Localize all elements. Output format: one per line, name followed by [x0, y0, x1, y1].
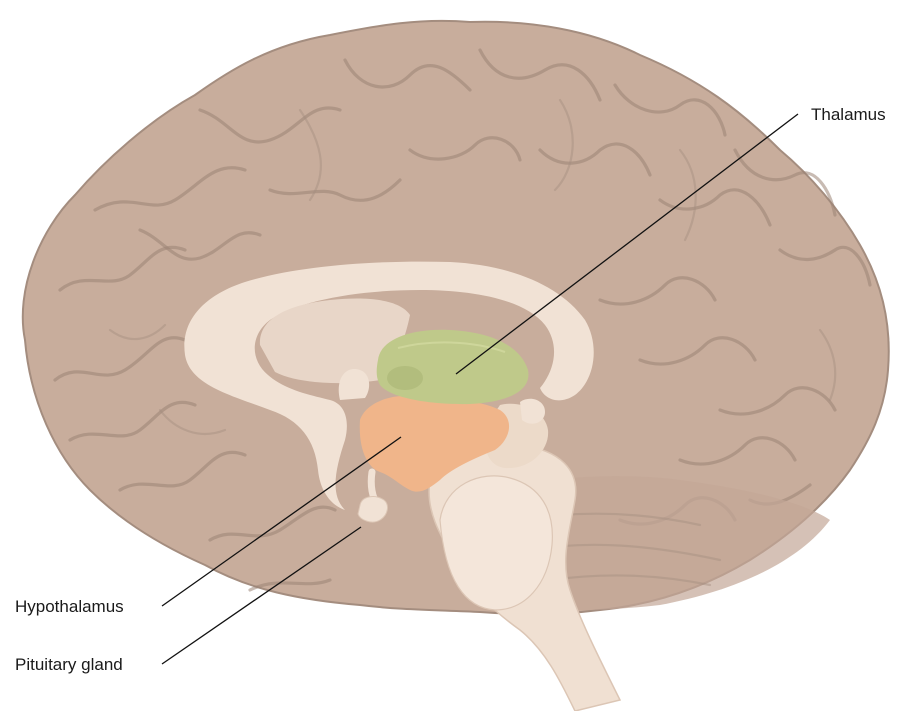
thalamus-highlight	[387, 366, 423, 390]
pituitary-gland-label: Pituitary gland	[15, 655, 123, 674]
hypothalamus-label: Hypothalamus	[15, 597, 124, 616]
pituitary-shape	[358, 497, 387, 522]
thalamus-label: Thalamus	[811, 105, 886, 124]
